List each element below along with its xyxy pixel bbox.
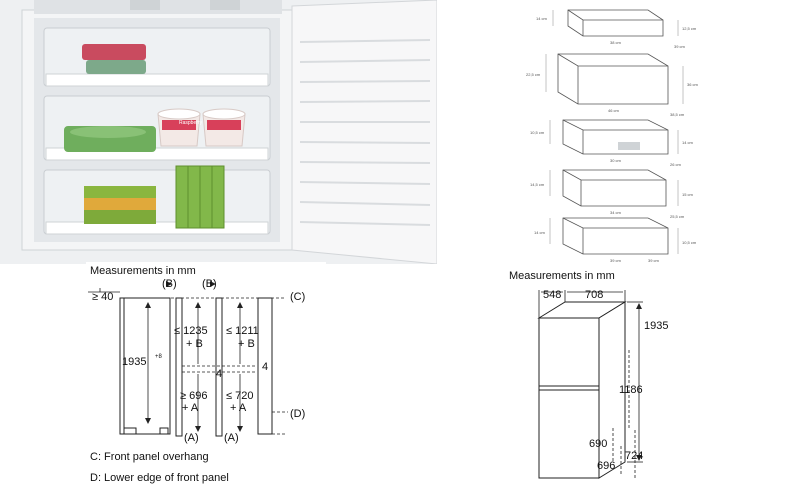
depth-label: 548 — [543, 289, 562, 301]
installation-dimensions-panel: Measurements in mm ≥ 40 (B) (B) (C) 1935… — [86, 262, 326, 497]
freezer-illustration: Raspberry — [0, 0, 437, 264]
drawer-dimensions-panel: 14 cm 12,5 cm 38 cm 39 cm 22,5 cm 36 cm … — [498, 0, 800, 266]
drawer1-dim-b: 12,5 cm — [682, 26, 697, 31]
drawer2-dim-c: 46 cm — [608, 108, 619, 113]
drawer4-dim-a: 14,5 cm — [530, 182, 545, 187]
dims-title: Measurements in mm — [509, 270, 615, 282]
b-label-1: (B) — [162, 278, 177, 290]
b-label-2: (B) — [202, 278, 217, 290]
drawer2-dim-b: 36 cm — [687, 82, 698, 87]
drawer4-dim-b: 15 cm — [682, 192, 693, 197]
height-label: 1935 — [122, 356, 147, 368]
upper-niche-1-a: ≤ 1235 — [174, 325, 208, 337]
appliance-dimensions-diagram — [537, 290, 643, 479]
upper-height-label: 1186 — [619, 384, 643, 396]
drawer5-dim-a: 14 cm — [534, 230, 545, 235]
drawer3-dim-d: 26 cm — [670, 162, 681, 167]
drawer4-dim-d: 25,5 cm — [670, 214, 685, 219]
freezer-photo: Raspberry — [0, 0, 437, 264]
upper-niche-2-a: ≤ 1211 — [226, 325, 259, 337]
lower-niche-1-b: + A — [182, 402, 199, 414]
upper-niche-2-b: + B — [238, 338, 255, 350]
min-40-label: ≥ 40 — [92, 291, 114, 303]
drawer4-dim-c: 34 cm — [610, 210, 621, 215]
install-title: Measurements in mm — [90, 265, 196, 277]
installation-diagram — [88, 281, 288, 437]
drawer3-dim-b: 14 cm — [682, 140, 693, 145]
drawer5-dim-d: 39 cm — [648, 258, 659, 263]
gap-4-middle: 4 — [216, 368, 223, 380]
drawer3-dim-c: 30 cm — [610, 158, 621, 163]
drawer1-dim-a: 14 cm — [536, 16, 547, 21]
drawer5-dim-b: 10,5 cm — [682, 240, 697, 245]
legend-d: D: Lower edge of front panel — [90, 472, 229, 484]
height-tolerance: +8 — [155, 354, 162, 360]
height-724-label: 724 — [625, 450, 644, 462]
drawer1-dim-c: 38 cm — [610, 40, 621, 45]
carton-label: Raspberry — [179, 120, 203, 126]
drawer1-dim-d: 39 cm — [674, 44, 685, 49]
drawer3-dim-a: 10,5 cm — [530, 130, 545, 135]
drawer2-dim-d: 38,5 cm — [670, 112, 685, 117]
total-height-label: 1935 — [644, 320, 669, 332]
upper-niche-1-b: + B — [186, 338, 203, 350]
lower-niche-2-a: ≤ 720 — [226, 390, 254, 402]
lower-niche-1-a: ≥ 696 — [180, 390, 208, 402]
drawer2-dim-a: 22,5 cm — [526, 72, 541, 77]
gap-4-right: 4 — [262, 361, 269, 373]
height-690-label: 690 — [589, 438, 608, 450]
appliance-dimensions-panel: Measurements in mm 548 708 1935 1186 690… — [503, 266, 800, 497]
drawer-dimensions-diagram — [545, 9, 684, 255]
width-label: 708 — [585, 289, 604, 301]
a-label-2: (A) — [224, 432, 239, 444]
c-marker: (C) — [290, 291, 306, 303]
height-696-label: 696 — [597, 460, 616, 472]
d-marker: (D) — [290, 408, 306, 420]
drawer5-dim-c: 39 cm — [610, 258, 621, 263]
legend-c: C: Front panel overhang — [90, 451, 209, 463]
a-label-1: (A) — [184, 432, 199, 444]
lower-niche-2-b: + A — [230, 402, 247, 414]
